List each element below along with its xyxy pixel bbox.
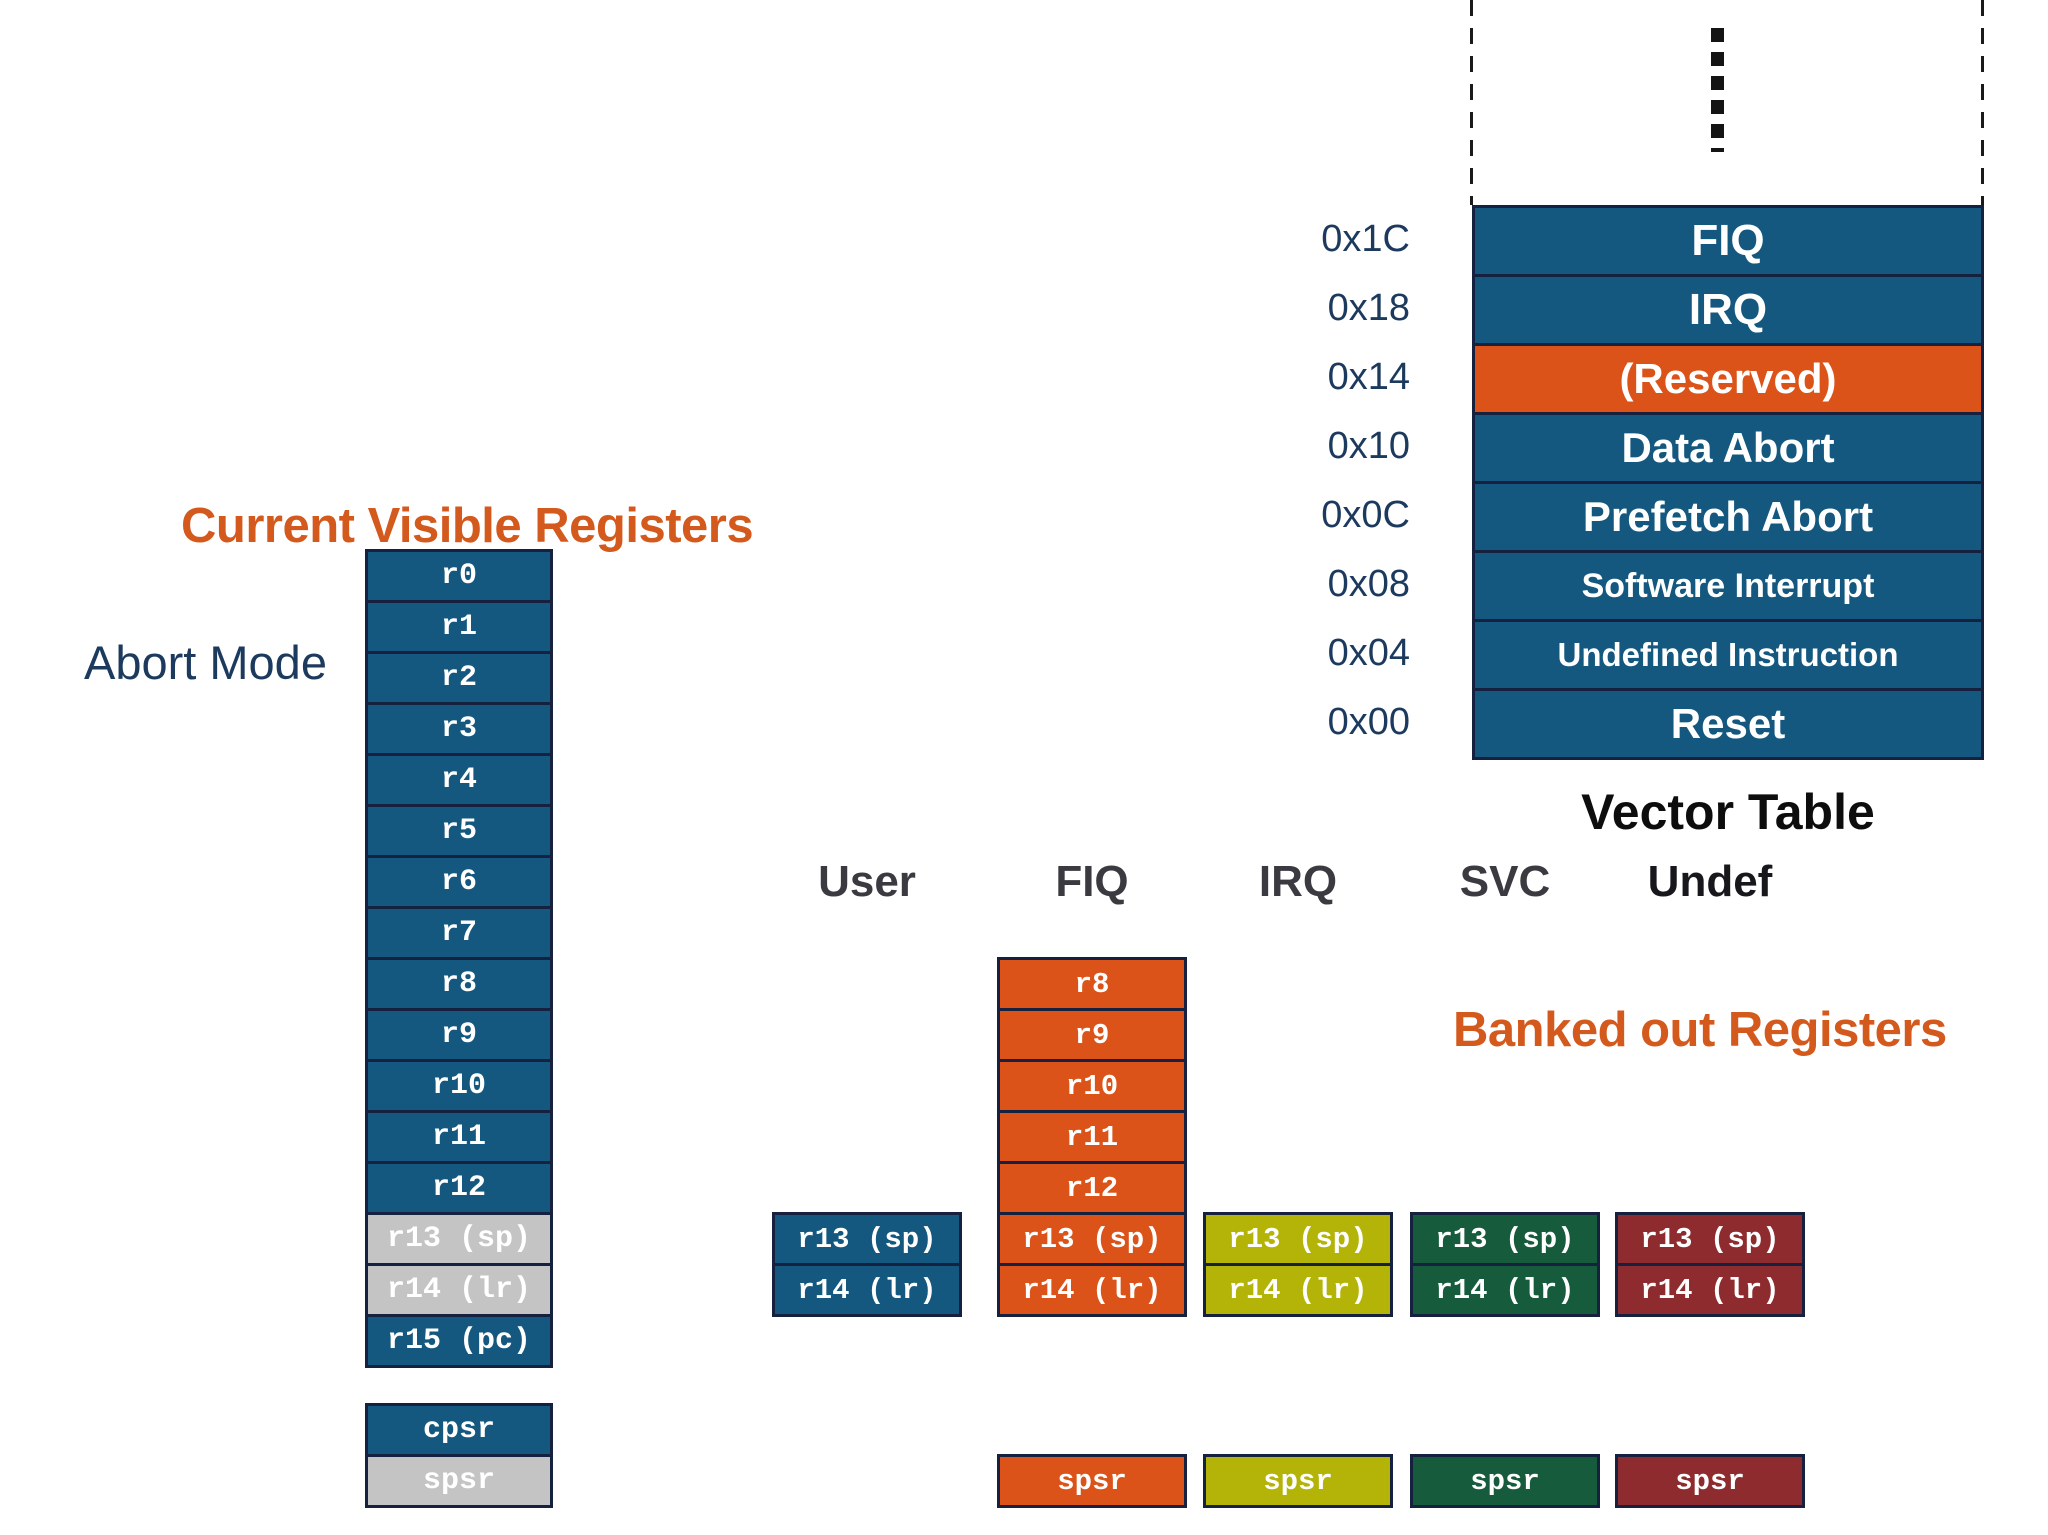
register-cell: r2 [368,651,550,702]
banked-register-cell: r13 (sp) [775,1212,959,1263]
vector-address: 0x08 [1327,563,1410,605]
vector-table-row-fiq: FIQ [1475,205,1981,274]
register-cell: r9 [368,1008,550,1059]
status-register-stack: cpsr spsr [365,1403,553,1508]
banked-low-user: r13 (sp) r14 (lr) [772,1212,962,1317]
banked-registers-title: Banked out Registers [1453,1003,1947,1057]
banked-register-cell: r14 (lr) [1618,1263,1802,1314]
vector-table-title: Vector Table [1581,784,1875,840]
register-cell: r4 [368,753,550,804]
vector-address: 0x18 [1327,287,1410,329]
banked-register-cell: r14 (lr) [1206,1263,1390,1314]
register-cell: r8 [368,957,550,1008]
spsr-cell: spsr [1618,1454,1802,1505]
banked-low-fiq: r13 (sp) r14 (lr) [997,1212,1187,1317]
main-register-stack: r0 r1 r2 r3 r4 r5 r6 r7 r8 r9 r10 r11 r1… [365,549,553,1368]
vector-address: 0x0C [1321,494,1410,536]
vector-table-left-extension-line [1470,0,1473,205]
banked-fiq-high-stack: r8 r9 r10 r11 r12 [997,957,1187,1215]
bank-header-svc: SVC [1459,857,1551,906]
banked-register-cell: r14 (lr) [775,1263,959,1314]
spsr-cell: spsr [1206,1454,1390,1505]
vector-table-row-irq: IRQ [1475,274,1981,343]
current-registers-title: Current Visible Registers [181,499,754,553]
banked-low-irq: r13 (sp) r14 (lr) [1203,1212,1393,1317]
banked-register-cell: r14 (lr) [1000,1263,1184,1314]
register-cell: r11 [368,1110,550,1161]
bank-header-fiq: FIQ [1055,857,1129,906]
banked-spsr-undef: spsr [1615,1454,1805,1508]
vector-table: FIQ IRQ (Reserved) Data Abort Prefetch A… [1472,205,1984,760]
bank-header-user: User [818,857,916,906]
vector-table-row-software-interrupt: Software Interrupt [1475,550,1981,619]
register-cell: r1 [368,600,550,651]
register-cell: r7 [368,906,550,957]
banked-register-cell: r9 [1000,1008,1184,1059]
memory-continues-ellipsis-icon [1711,28,1724,152]
banked-register-cell: r14 (lr) [1413,1263,1597,1314]
register-cell: r10 [368,1059,550,1110]
vector-table-right-extension-line [1981,0,1984,205]
banked-register-cell: r11 [1000,1110,1184,1161]
banked-register-cell: r13 (sp) [1000,1212,1184,1263]
abort-mode-label: Abort Mode [84,636,327,689]
vector-table-row-undefined-instruction: Undefined Instruction [1475,619,1981,688]
banked-register-cell: r12 [1000,1161,1184,1212]
banked-low-svc: r13 (sp) r14 (lr) [1410,1212,1600,1317]
bank-header-undef: Undef [1647,857,1773,906]
banked-register-cell: r8 [1000,957,1184,1008]
register-cell: r3 [368,702,550,753]
register-cell: r12 [368,1161,550,1212]
vector-table-row-data-abort: Data Abort [1475,412,1981,481]
register-cell: r5 [368,804,550,855]
spsr-cell: spsr [1000,1454,1184,1505]
vector-address: 0x00 [1327,701,1410,743]
vector-address: 0x10 [1327,425,1410,467]
banked-spsr-irq: spsr [1203,1454,1393,1508]
banked-register-cell: r13 (sp) [1206,1212,1390,1263]
vector-table-row-prefetch-abort: Prefetch Abort [1475,481,1981,550]
register-cell: r6 [368,855,550,906]
vector-address: 0x1C [1321,218,1410,260]
banked-spsr-svc: spsr [1410,1454,1600,1508]
vector-table-row-reset: Reset [1475,688,1981,757]
banked-register-cell: r13 (sp) [1618,1212,1802,1263]
register-cell-pc: r15 (pc) [368,1314,550,1365]
banked-spsr-fiq: spsr [997,1454,1187,1508]
spsr-cell: spsr [368,1454,550,1505]
spsr-cell: spsr [1413,1454,1597,1505]
register-cell: r0 [368,549,550,600]
vector-address: 0x04 [1327,632,1410,674]
cpsr-cell: cpsr [368,1403,550,1454]
banked-low-undef: r13 (sp) r14 (lr) [1615,1212,1805,1317]
banked-register-cell: r10 [1000,1059,1184,1110]
vector-address: 0x14 [1327,356,1410,398]
vector-table-row-reserved: (Reserved) [1475,343,1981,412]
register-cell-lr: r14 (lr) [368,1263,550,1314]
register-cell-sp: r13 (sp) [368,1212,550,1263]
bank-header-irq: IRQ [1258,857,1338,906]
banked-register-cell: r13 (sp) [1413,1212,1597,1263]
